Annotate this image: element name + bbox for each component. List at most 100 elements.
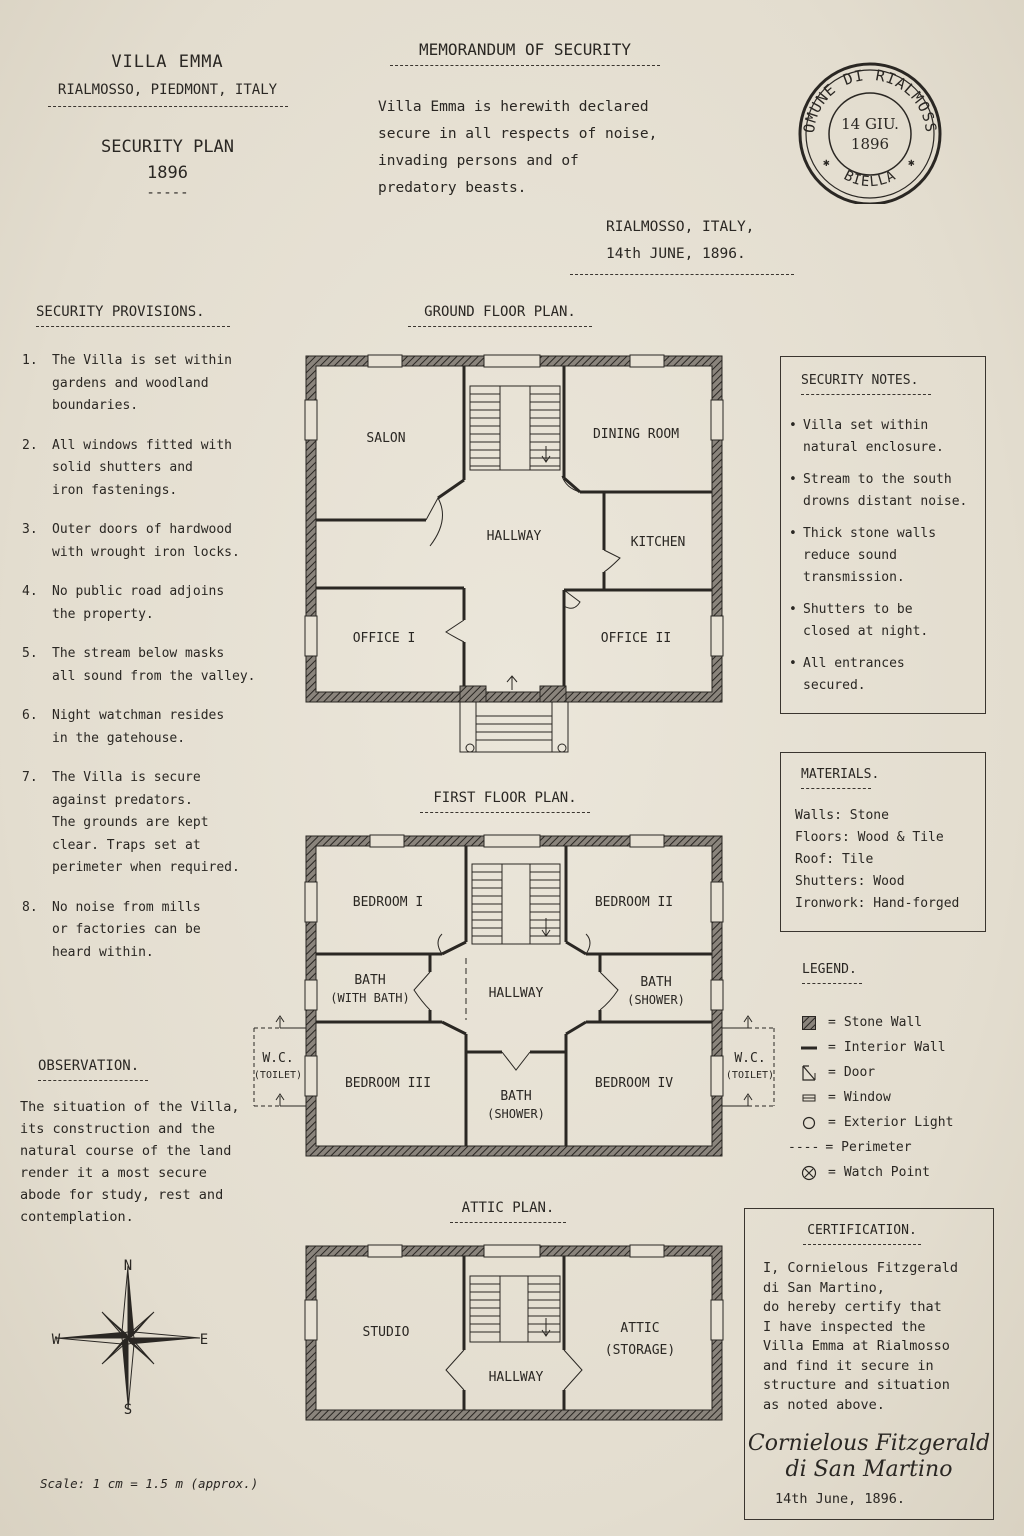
observation-line: The situation of the Villa, — [20, 1099, 240, 1115]
first-floor-plan: W.C. (TOILET) W.C. (TOILET) BEDROOM I BE… — [253, 834, 775, 1157]
door-swings — [445, 1349, 583, 1391]
compass-star-icon — [55, 1265, 201, 1411]
certification-heading: CERTIFICATION. — [803, 1223, 921, 1245]
watch-point-icon — [798, 1165, 820, 1180]
materials-heading: MATERIALS. — [801, 767, 879, 789]
note-line: Villa set within — [803, 418, 929, 433]
observation-line: its construction and the — [20, 1121, 216, 1137]
note-line: Thick stone walls — [803, 526, 937, 541]
provision-line: heard within. — [52, 944, 154, 960]
provision-line: The Villa is secure — [52, 770, 201, 785]
svg-text:✱: ✱ — [823, 156, 830, 169]
interior-walls — [462, 1256, 566, 1410]
legend-label: Door — [843, 1065, 876, 1080]
signature-line-1: Cornielous Fitzgerald — [747, 1431, 991, 1456]
year-rule: ----- — [146, 185, 189, 201]
room-kitchen: KITCHEN — [631, 535, 686, 550]
room-bedroom-3: BEDROOM III — [345, 1076, 431, 1091]
room-salon: SALON — [366, 431, 405, 446]
legend-item-door: =Door — [798, 1060, 953, 1085]
entrance-steps — [459, 675, 569, 753]
observation-body: The situation of the Villa, its construc… — [20, 1096, 239, 1228]
note-line: All entrances — [803, 656, 905, 671]
provision-line: The stream below masks — [52, 646, 225, 661]
villa-location: RIALMOSSO, PIEDMONT, ITALY — [57, 82, 278, 98]
material-row: Ironwork: Hand-forged — [795, 896, 960, 911]
security-notes-heading: SECURITY NOTES. — [801, 373, 931, 395]
material-row: Walls: Stone — [795, 808, 889, 823]
ground-floor-plan: SALON DINING ROOM HALLWAY KITCHEN OFFICE… — [304, 354, 724, 753]
signature: Cornielous Fitzgerald di San Martino — [745, 1431, 993, 1483]
wc-left-sub: (TOILET) — [254, 1070, 302, 1081]
stamp-date-line1: 14 GIU. — [841, 115, 899, 133]
attic-plan: STUDIO ATTIC (STORAGE) HALLWAY — [304, 1244, 724, 1421]
legend-heading: LEGEND. — [802, 962, 862, 984]
stamp-date-line2: 1896 — [851, 135, 889, 153]
interior-wall-icon — [798, 1041, 820, 1055]
note-line: transmission. — [803, 570, 905, 585]
first-floor-title: FIRST FLOOR PLAN. — [420, 790, 590, 813]
certification-line: do hereby certify that — [763, 1299, 942, 1315]
legend-label: Perimeter — [841, 1140, 912, 1155]
room-office-1: OFFICE I — [353, 631, 416, 646]
material-row: Floors: Wood & Tile — [795, 830, 944, 845]
provision-number: 1. — [22, 353, 38, 368]
room-bedroom-2: BEDROOM II — [595, 895, 673, 910]
memorandum-line: Villa Emma is herewith declared — [378, 99, 649, 115]
provision-line: No public road adjoins — [52, 584, 225, 599]
provision-line: the property. — [52, 606, 154, 622]
villa-name: VILLA EMMA — [111, 52, 224, 72]
note-line: Stream to the south — [803, 472, 952, 487]
provision-line: No noise from mills — [52, 899, 201, 915]
signature-line-2: di San Martino — [785, 1457, 953, 1482]
interior-walls — [316, 366, 712, 692]
legend-list: =Stone Wall =Interior Wall =Door =Window… — [788, 1010, 953, 1185]
title-block: VILLA EMMA RIALMOSSO, PIEDMONT, ITALY SE… — [30, 52, 305, 201]
memorandum-dateline: RIALMOSSO, ITALY, 14th JUNE, 1896. — [606, 214, 754, 268]
provision-number: 3. — [22, 522, 38, 537]
note-line: Shutters to be — [803, 602, 913, 617]
memorandum-heading: MEMORANDUM OF SECURITY — [390, 40, 660, 66]
memorandum-line: secure in all respects of noise, — [378, 126, 658, 142]
room-dining: DINING ROOM — [593, 427, 679, 442]
material-row: Shutters: Wood — [795, 874, 905, 889]
memorandum-body: Villa Emma is herewith declared secure i… — [378, 94, 657, 202]
certification-line: and find it secure in — [763, 1357, 934, 1374]
door-icon — [798, 1064, 820, 1081]
dateline-rule — [570, 274, 794, 275]
legend-item-perimeter: ---- =Perimeter — [788, 1140, 912, 1155]
svg-text:BIELLA: BIELLA — [841, 168, 899, 191]
memorandum-line: invading persons and of — [378, 153, 579, 169]
window-icon — [798, 1091, 820, 1105]
stamp-bottom-text: BIELLA — [841, 168, 898, 191]
observation-line: contemplation. — [20, 1209, 134, 1225]
attic-heading: ATTIC PLAN. — [450, 1200, 566, 1223]
certification-line: as noted above. — [763, 1396, 885, 1413]
legend-label: Window — [843, 1090, 891, 1105]
legend-label: Watch Point — [843, 1165, 930, 1180]
room-attic-sub: (STORAGE) — [605, 1343, 675, 1358]
observation-line: render it a most secure — [20, 1165, 207, 1181]
certification-line: di San Martino, — [763, 1279, 885, 1296]
room-bedroom-4: BEDROOM IV — [595, 1076, 673, 1091]
ground-floor-heading: GROUND FLOOR PLAN. — [408, 304, 592, 327]
materials-list: Walls: Stone Floors: Wood & Tile Roof: T… — [795, 805, 959, 915]
wc-left-label: W.C. — [262, 1051, 293, 1066]
note-line: natural enclosure. — [803, 440, 944, 455]
provision-line: perimeter when required. — [52, 860, 240, 875]
compass-west: W — [52, 1332, 61, 1348]
compass-north: N — [124, 1258, 132, 1274]
